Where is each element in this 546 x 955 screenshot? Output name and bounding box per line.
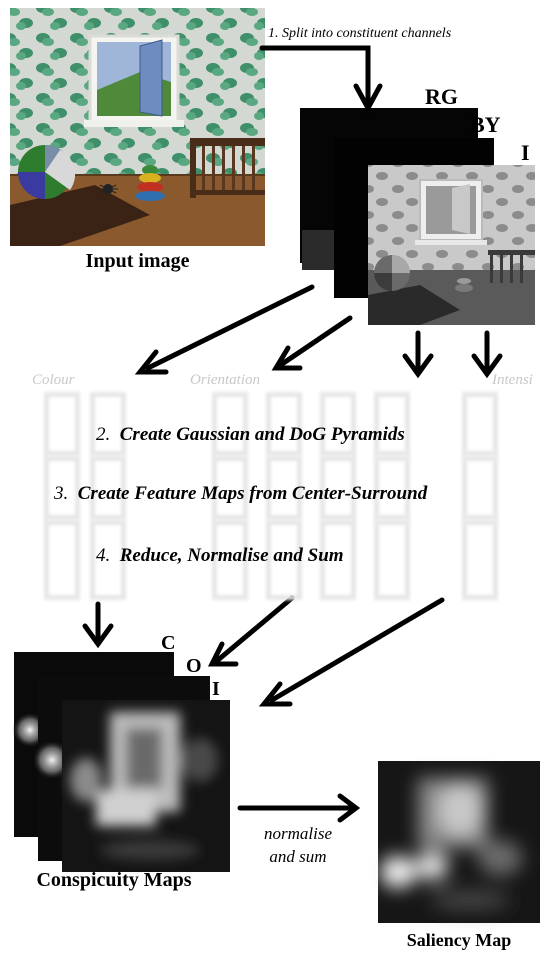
combine-line-2: and sum — [269, 847, 327, 866]
step-1-label: 1. Split into constituent channels — [268, 26, 452, 41]
pyramid-intensity-level-2 — [462, 456, 498, 520]
channel-label-rg: RG — [425, 84, 458, 109]
pyramid-orientation-1-level-1 — [212, 392, 248, 456]
input-image — [10, 8, 265, 246]
saliency-caption: Saliency Map — [406, 930, 512, 950]
conspicuity-letter-i: I — [212, 678, 220, 700]
pyramid-orientation-2-level-2 — [266, 456, 302, 520]
conspicuity-caption: Conspicuity Maps — [36, 869, 192, 891]
pyramid-orientation-2-level-1 — [266, 392, 302, 456]
conspicuity-maps — [12, 652, 230, 872]
step-2: 2. Create Gaussian and DoG Pyramids — [96, 424, 405, 446]
arrow-head-saliency — [337, 793, 361, 823]
step-2-text: Create Gaussian and DoG Pyramids — [119, 424, 405, 445]
arrow-to-colour-1 — [145, 284, 315, 371]
split-arrow — [259, 45, 371, 103]
pyramid-colour-2-level-1 — [90, 392, 126, 456]
saliency-map — [378, 761, 540, 923]
arrow-to-conspicuity-o — [215, 595, 295, 663]
step-4-number: 4. — [96, 545, 111, 566]
arrow-to-conspicuity-i — [269, 597, 445, 703]
arrow-to-orientation — [279, 315, 353, 367]
pyramid-orientation-3-level-3 — [320, 520, 356, 600]
pyramid-orientation-3-level-1 — [320, 392, 356, 456]
pyramid-orientation-2-level-3 — [266, 520, 302, 600]
pyramid-orientation-4-level-1 — [374, 392, 410, 456]
pyramid-orientation-1-level-2 — [212, 456, 248, 520]
step-3-number: 3. — [54, 483, 69, 504]
step-2-number: 2. — [96, 424, 111, 445]
arrow-head-colour-1 — [134, 349, 169, 375]
conspicuity-map-i — [62, 700, 230, 872]
combine-label: normalise and sum — [248, 822, 348, 868]
pyramid-orientation-1-level-3 — [212, 520, 248, 600]
step-4: 4. Reduce, Normalise and Sum — [96, 545, 344, 567]
pyramid-colour-2-level-3 — [90, 520, 126, 600]
channel-i — [368, 165, 535, 325]
arrows — [82, 45, 503, 823]
combine-line-1: normalise — [264, 824, 332, 843]
channel-stack — [300, 108, 535, 325]
pyramid-colour-2-level-2 — [90, 456, 126, 520]
pyramid-header-colour: Colour — [32, 372, 75, 388]
pyramid-colour-1-level-3 — [44, 520, 80, 600]
pyramid-intensity-level-1 — [462, 392, 498, 456]
step-3: 3. Create Feature Maps from Center-Surro… — [54, 483, 427, 505]
split-arrow-head — [353, 83, 383, 114]
arrow-head-conspicuity-o — [207, 641, 239, 667]
arrow-head-orientation — [271, 345, 303, 371]
step-3-text: Create Feature Maps from Center-Surround — [77, 483, 428, 504]
pyramid-intensity-level-3 — [462, 520, 498, 600]
channel-label-by: BY — [470, 112, 501, 137]
input-image-caption: Input image — [85, 250, 190, 272]
arrow-head-intensity-2 — [471, 353, 503, 379]
pyramid-orientation-3-level-2 — [320, 456, 356, 520]
pyramid-orientation-4-level-2 — [374, 456, 410, 520]
pyramid-header-intensity: Intensi — [492, 372, 533, 388]
pyramid-orientation-4-level-3 — [374, 520, 410, 600]
pyramid-header-orientation: Orientation — [190, 372, 260, 388]
arrow-head-intensity-1 — [402, 353, 434, 379]
arrow-head-conspicuity-i — [258, 681, 293, 707]
conspicuity-letter-c: C — [161, 632, 176, 654]
step-4-text: Reduce, Normalise and Sum — [119, 545, 344, 566]
pyramid-colour-1-level-1 — [44, 392, 80, 456]
channel-label-i: I — [521, 140, 530, 165]
arrow-head-conspicuity-c — [82, 623, 114, 649]
conspicuity-letter-o: O — [186, 655, 202, 677]
pyramid-colour-1-level-2 — [44, 456, 80, 520]
